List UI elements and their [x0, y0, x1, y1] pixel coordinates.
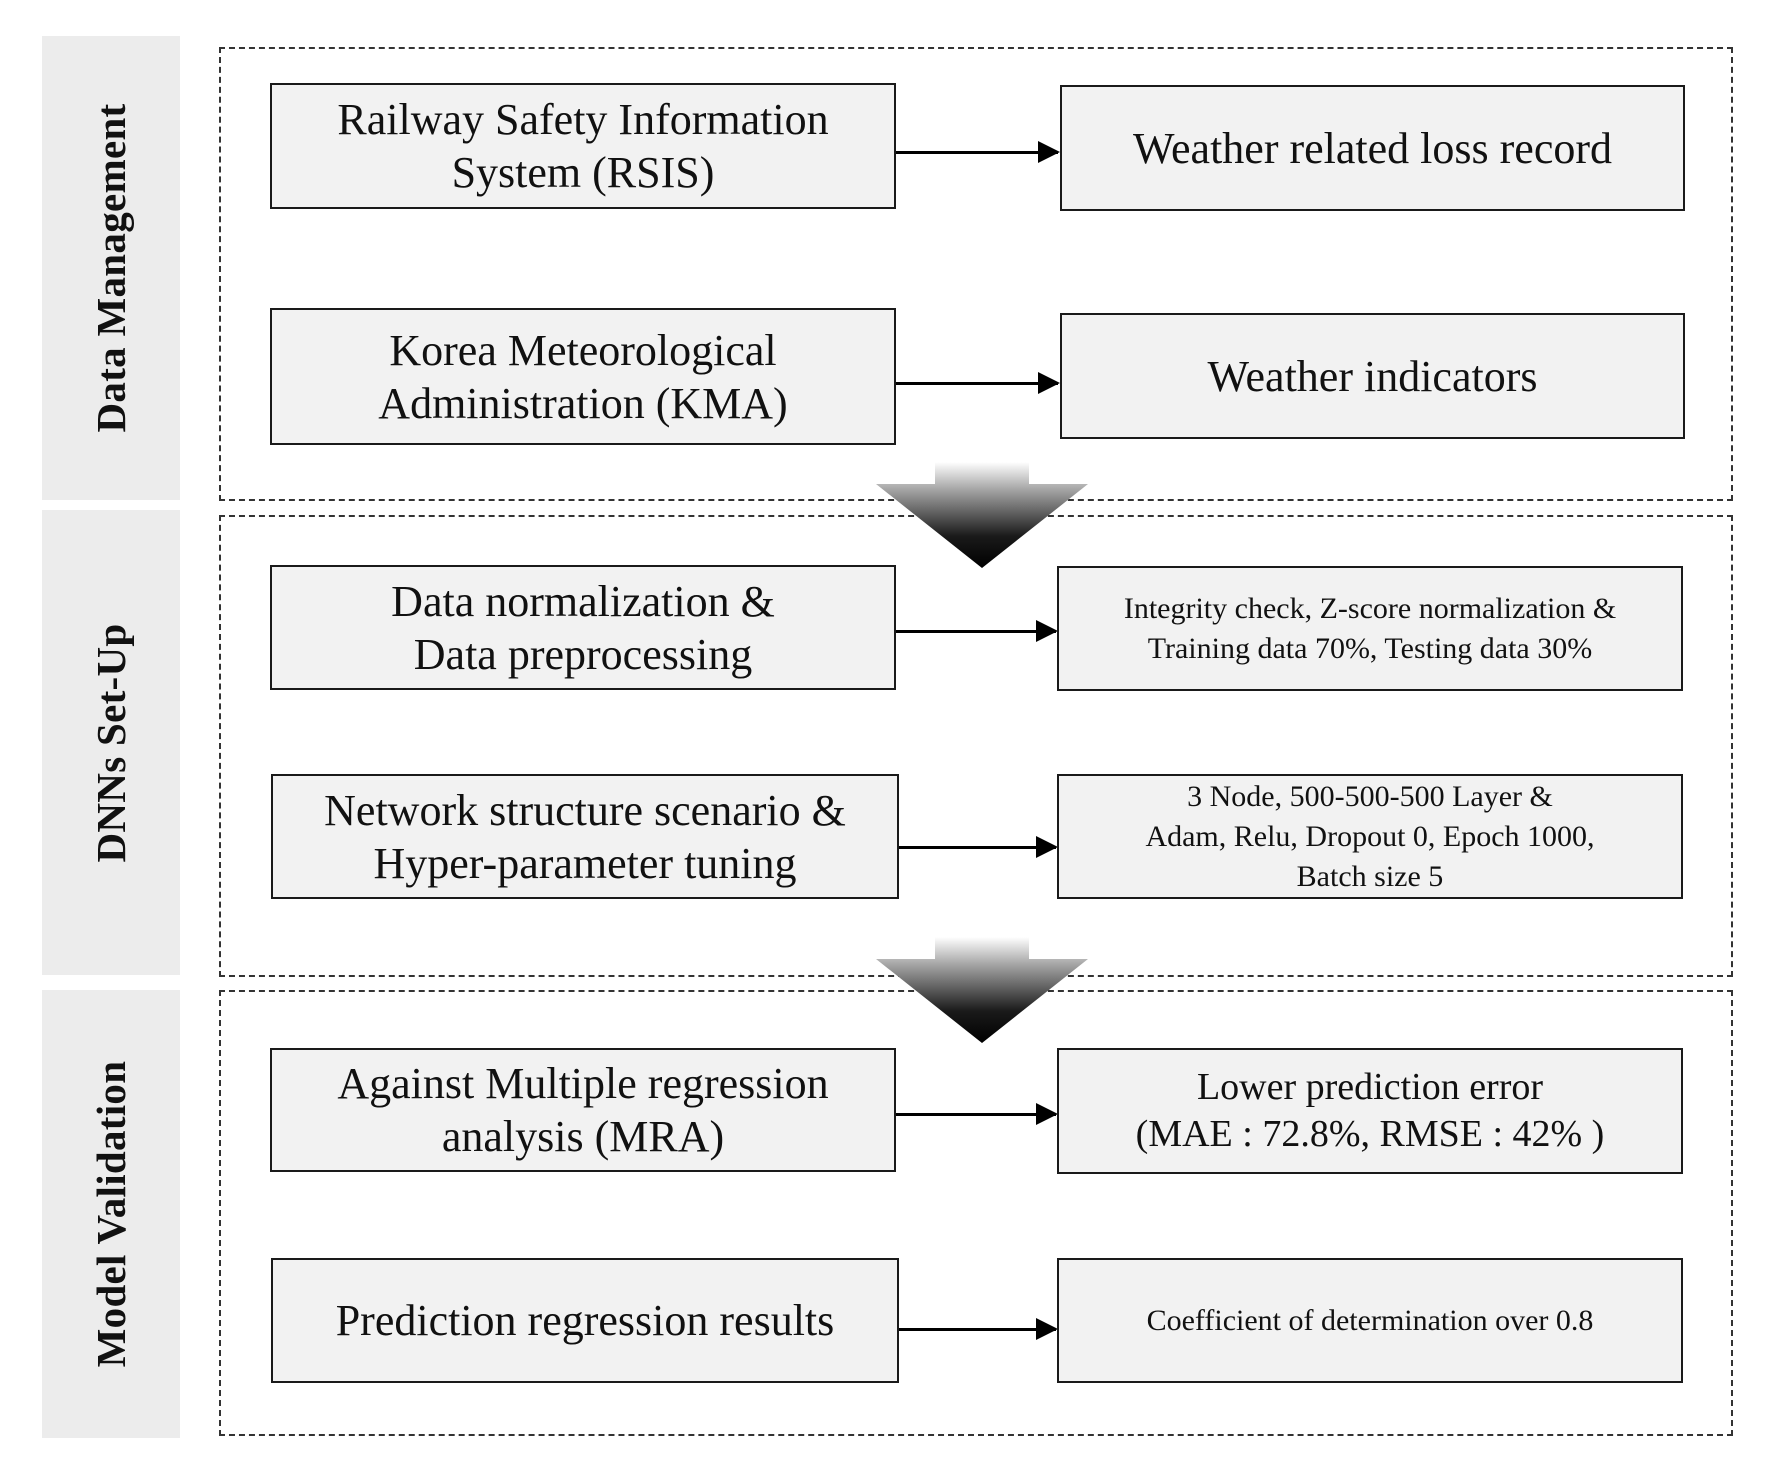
- result-text-prediction-error: Lower prediction error (MAE : 72.8%, RMS…: [1135, 1066, 1605, 1155]
- source-text-network-structure: Network structure scenario & Hyper-param…: [324, 785, 846, 888]
- phase-transition-arrow-2: [876, 937, 1088, 1043]
- result-text-hyperparameters: 3 Node, 500-500-500 Layer & Adam, Relu, …: [1145, 779, 1595, 893]
- result-box-hyperparameters: 3 Node, 500-500-500 Layer & Adam, Relu, …: [1057, 774, 1683, 899]
- source-box-rsis: Railway Safety Information System (RSIS): [270, 83, 896, 209]
- phase-label-data-management: Data Management: [88, 103, 134, 433]
- result-text-loss-record: Weather related loss record: [1133, 123, 1612, 173]
- source-text-kma: Korea Meteorological Administration (KMA…: [378, 325, 788, 428]
- phase-tab-model-validation: Model Validation: [42, 990, 180, 1438]
- source-box-normalization: Data normalization & Data preprocessing: [270, 565, 896, 690]
- result-box-coefficient: Coefficient of determination over 0.8: [1057, 1258, 1683, 1383]
- flow-arrow-mra: [896, 1103, 1058, 1125]
- phase-label-model-validation: Model Validation: [88, 1060, 134, 1368]
- result-box-weather-indicators: Weather indicators: [1060, 313, 1685, 439]
- flow-arrow-normalization: [896, 620, 1058, 642]
- source-box-mra: Against Multiple regression analysis (MR…: [270, 1048, 896, 1172]
- source-box-kma: Korea Meteorological Administration (KMA…: [270, 308, 896, 445]
- flow-arrow-regression-results: [899, 1318, 1058, 1340]
- flow-arrow-network-structure: [899, 836, 1058, 858]
- result-box-integrity-check: Integrity check, Z-score normalization &…: [1057, 566, 1683, 691]
- phase-transition-arrow-1: [876, 462, 1088, 568]
- source-box-regression-results: Prediction regression results: [271, 1258, 899, 1383]
- source-text-normalization: Data normalization & Data preprocessing: [391, 576, 775, 679]
- source-text-regression-results: Prediction regression results: [335, 1296, 835, 1345]
- source-box-network-structure: Network structure scenario & Hyper-param…: [271, 774, 899, 899]
- phase-label-dnns-setup: DNNs Set-Up: [88, 622, 134, 863]
- result-box-loss-record: Weather related loss record: [1060, 85, 1685, 211]
- result-text-integrity-check: Integrity check, Z-score normalization &…: [1123, 591, 1617, 665]
- phase-tab-data-management: Data Management: [42, 36, 180, 500]
- source-text-rsis: Railway Safety Information System (RSIS): [337, 95, 829, 197]
- result-text-weather-indicators: Weather indicators: [1207, 351, 1538, 401]
- phase-tab-dnns-setup: DNNs Set-Up: [42, 510, 180, 975]
- result-text-coefficient: Coefficient of determination over 0.8: [1146, 1303, 1594, 1337]
- result-box-prediction-error: Lower prediction error (MAE : 72.8%, RMS…: [1057, 1048, 1683, 1174]
- flow-arrow-rsis: [896, 141, 1060, 163]
- flow-arrow-kma: [896, 372, 1060, 394]
- source-text-mra: Against Multiple regression analysis (MR…: [337, 1059, 829, 1161]
